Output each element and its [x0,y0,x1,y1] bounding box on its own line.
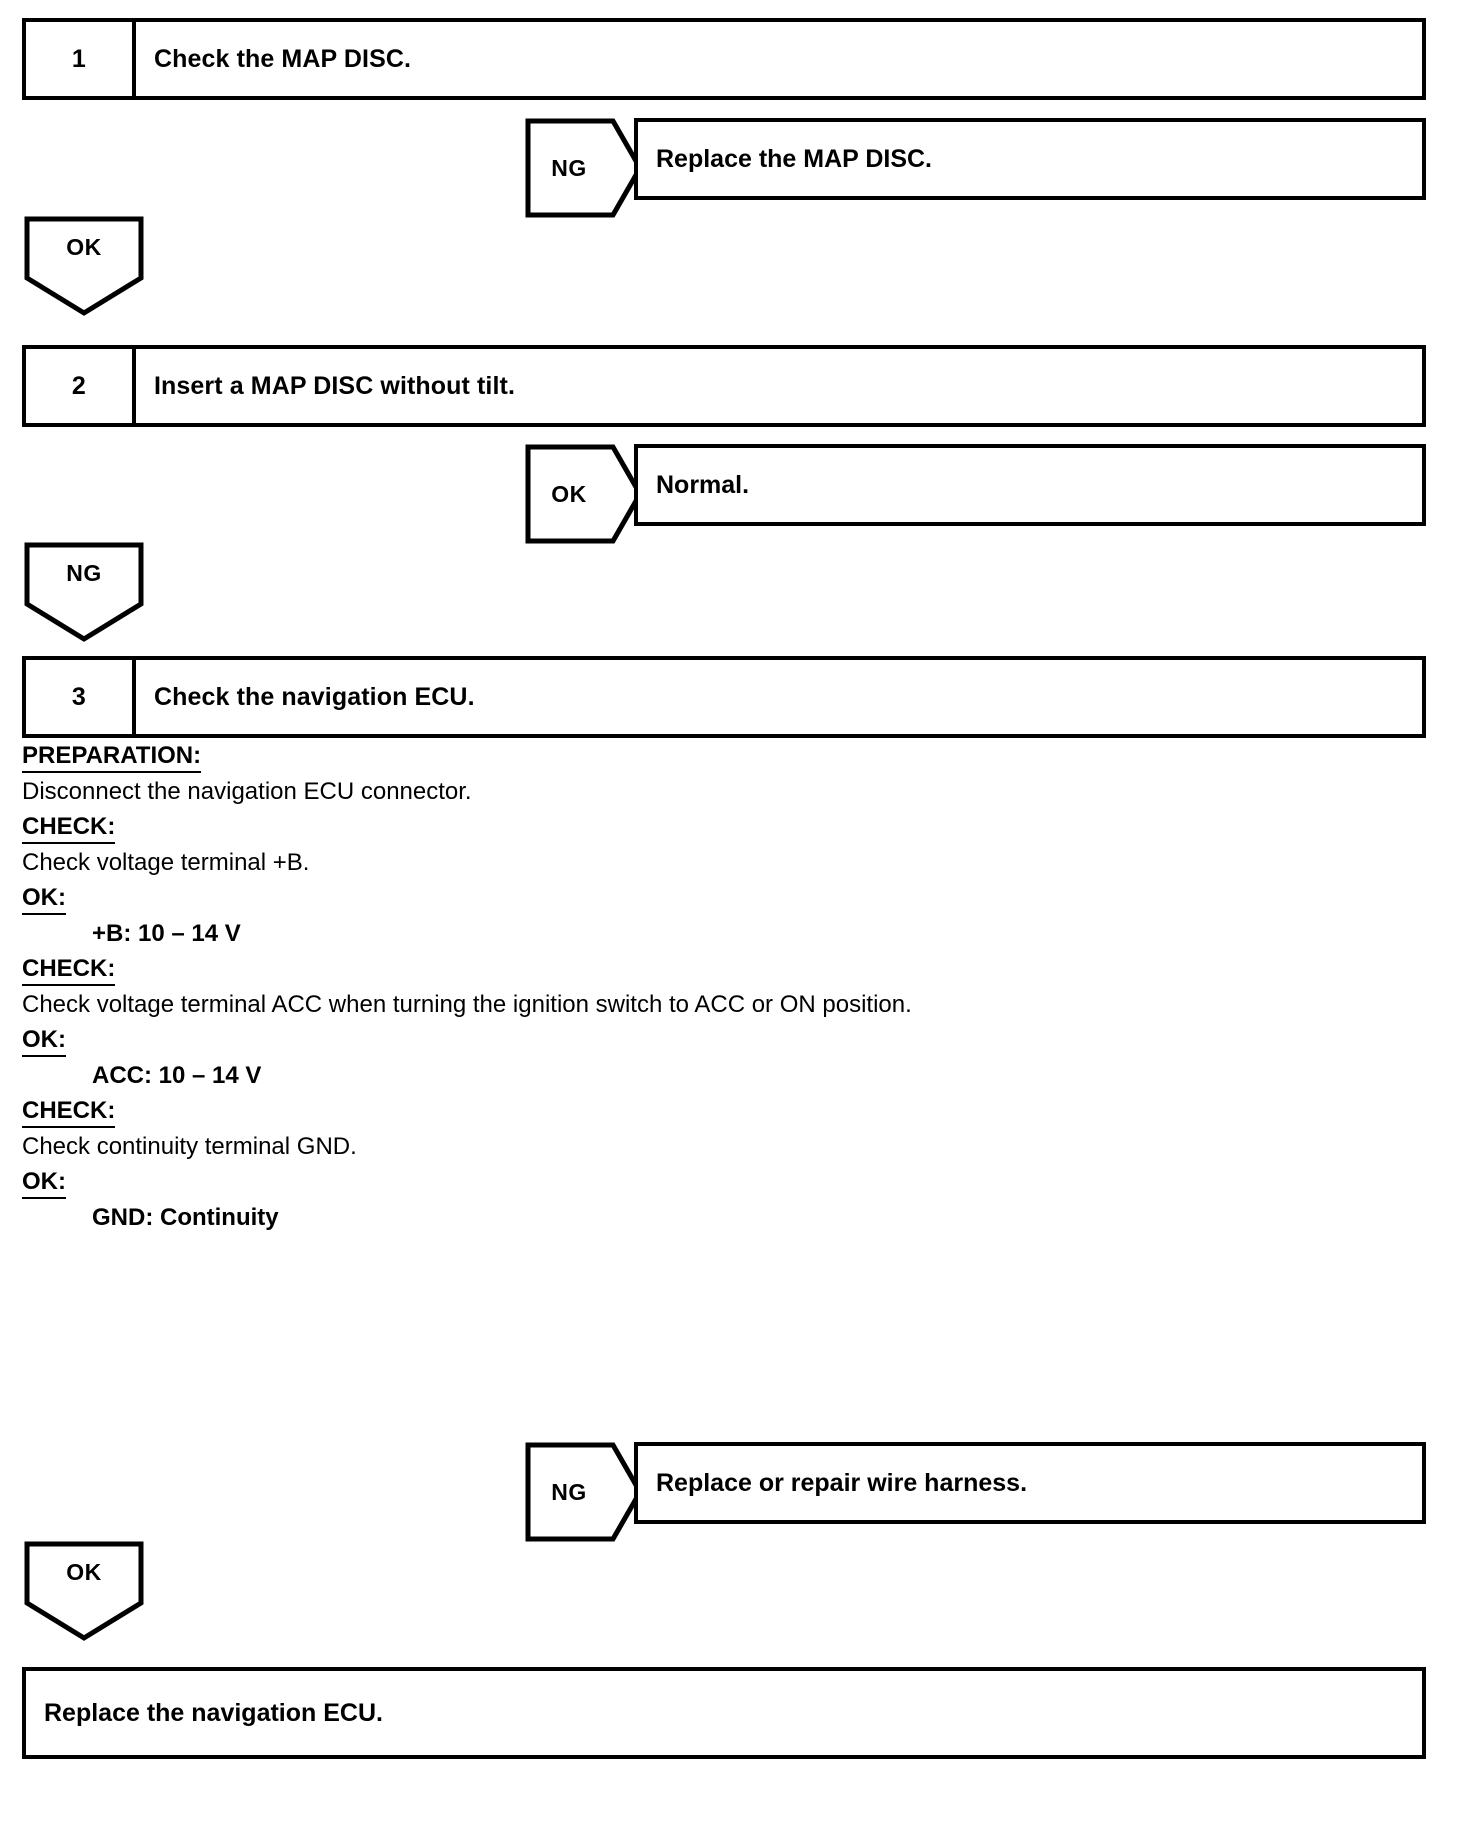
down-arrow-shape-icon [24,542,144,642]
detail-heading-ok-3: OK: [22,1167,66,1199]
detail-heading-check-3: CHECK: [22,1096,116,1128]
flow-arrow-ok-1: OK [24,216,144,316]
detail-body-check-acc: Check voltage terminal ACC when turning … [22,991,912,1018]
detail-row: Check voltage terminal ACC when turning … [22,987,1222,1022]
flow-arrow-ok-3: OK [24,1541,144,1641]
detail-row: Check continuity terminal GND. [22,1129,1222,1164]
detail-row: CHECK: [22,951,1222,987]
result-box-replace-map-disc: Replace the MAP DISC. [634,118,1426,200]
branch-arrow-shape-icon [525,118,643,218]
branch-connector-ng-1: NG [525,118,643,218]
branch-arrow-shape-icon [525,444,643,544]
step-text-2: Insert a MAP DISC without tilt. [154,371,515,400]
detail-heading-check-1: CHECK: [22,812,116,844]
step-box-1: 1 Check the MAP DISC. [22,18,1426,100]
detail-heading-ok-1: OK: [22,883,66,915]
down-arrow-shape-icon [24,216,144,316]
detail-body-disconnect: Disconnect the navigation ECU connector. [22,778,472,805]
branch-arrow-shape-icon [525,1442,643,1542]
detail-row: PREPARATION: [22,738,1222,774]
step-number-3: 3 [26,660,136,734]
flow-arrow-label-ng-2: NG [66,559,102,586]
flow-arrow-label-ok-3: OK [66,1558,102,1585]
detail-row: Disconnect the navigation ECU connector. [22,774,1222,809]
final-action-box: Replace the navigation ECU. [22,1667,1426,1759]
detail-body-check-gnd: Check continuity terminal GND. [22,1133,357,1160]
branch-connector-ok-2: OK [525,444,643,544]
branch-connector-ng-3: NG [525,1442,643,1542]
detail-heading-check-2: CHECK: [22,954,116,986]
step-number-1: 1 [26,22,136,96]
step-box-3: 3 Check the navigation ECU. [22,656,1426,738]
flow-arrow-label-ok-1: OK [66,233,102,260]
step-text-3: Check the navigation ECU. [154,682,475,711]
down-arrow-shape-icon [24,1541,144,1641]
flow-arrow-ng-2: NG [24,542,144,642]
detail-row: CHECK: [22,1093,1222,1129]
step-box-2: 2 Insert a MAP DISC without tilt. [22,345,1426,427]
branch-label-ok-2: OK [551,480,587,507]
detail-row: CHECK: [22,809,1222,845]
detail-row: OK: [22,880,1222,916]
branch-label-ng-1: NG [551,154,587,181]
step-text-1: Check the MAP DISC. [154,44,412,73]
detail-spec-b-voltage: +B: 10 – 14 V [92,920,241,947]
detail-body-check-b: Check voltage terminal +B. [22,849,310,876]
detail-row: GND: Continuity [22,1200,1222,1235]
detail-row: ACC: 10 – 14 V [22,1058,1222,1093]
result-box-normal: Normal. [634,444,1426,526]
detail-row: Check voltage terminal +B. [22,845,1222,880]
detail-row: +B: 10 – 14 V [22,916,1222,951]
branch-label-ng-3: NG [551,1478,587,1505]
detail-row: OK: [22,1022,1222,1058]
procedure-detail-block: PREPARATION: Disconnect the navigation E… [22,738,1222,1235]
detail-spec-acc-voltage: ACC: 10 – 14 V [92,1062,262,1089]
detail-spec-gnd-continuity: GND: Continuity [92,1204,279,1231]
detail-heading-ok-2: OK: [22,1025,66,1057]
step-number-2: 2 [26,349,136,423]
detail-row: OK: [22,1164,1222,1200]
detail-heading-preparation: PREPARATION: [22,741,202,773]
result-box-replace-wire-harness: Replace or repair wire harness. [634,1442,1426,1524]
